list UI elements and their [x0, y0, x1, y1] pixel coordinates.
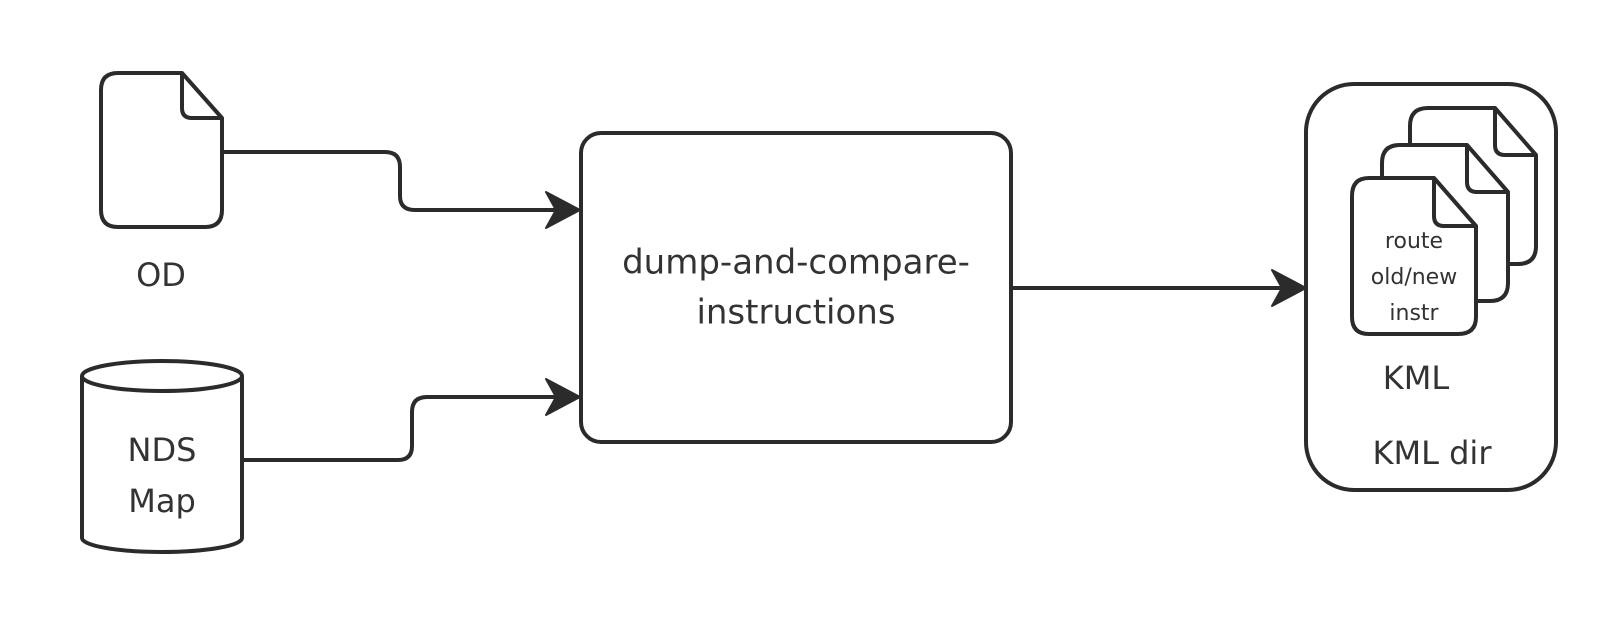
nds-map-label-line-1: NDS: [128, 431, 197, 469]
process-label-line-1: dump-and-compare-: [622, 243, 970, 283]
connector-line: [222, 150, 560, 212]
edge-process-to-kml-dir: [1011, 269, 1307, 307]
process-label-line-2: instructions: [696, 293, 895, 333]
stacked-documents-icon: route old/new instr: [1350, 106, 1538, 336]
od-node: OD: [99, 71, 224, 294]
arrowhead: [1271, 269, 1307, 307]
process-box: [579, 131, 1013, 444]
kml-dir-label: KML dir: [1373, 434, 1493, 472]
kml-file-label: KML: [1383, 359, 1450, 397]
document-fold: [1432, 178, 1476, 228]
nds-map-label-line-2: Map: [128, 482, 196, 520]
document-icon: [1350, 176, 1478, 336]
file-content-line-2: old/new: [1371, 265, 1457, 290]
document-fold: [1493, 108, 1536, 157]
file-content-line-1: route: [1385, 229, 1443, 254]
od-label: OD: [136, 256, 186, 294]
nds-map-node: NDS Map: [80, 359, 244, 554]
database-top: [80, 359, 244, 393]
file-content-line-3: instr: [1389, 301, 1439, 326]
document-fold: [1465, 145, 1508, 194]
database-icon: [80, 376, 244, 554]
connector-line: [242, 395, 560, 462]
edge-od-to-process: [222, 150, 581, 229]
kml-dir-node: route old/new instr KML KML dir: [1304, 82, 1558, 492]
arrowhead: [545, 378, 581, 416]
arrowhead: [545, 191, 581, 229]
document-fold: [180, 73, 222, 120]
document-icon: [99, 71, 224, 229]
process-node: dump-and-compare- instructions: [579, 131, 1013, 444]
edge-nds-map-to-process: [242, 378, 581, 462]
